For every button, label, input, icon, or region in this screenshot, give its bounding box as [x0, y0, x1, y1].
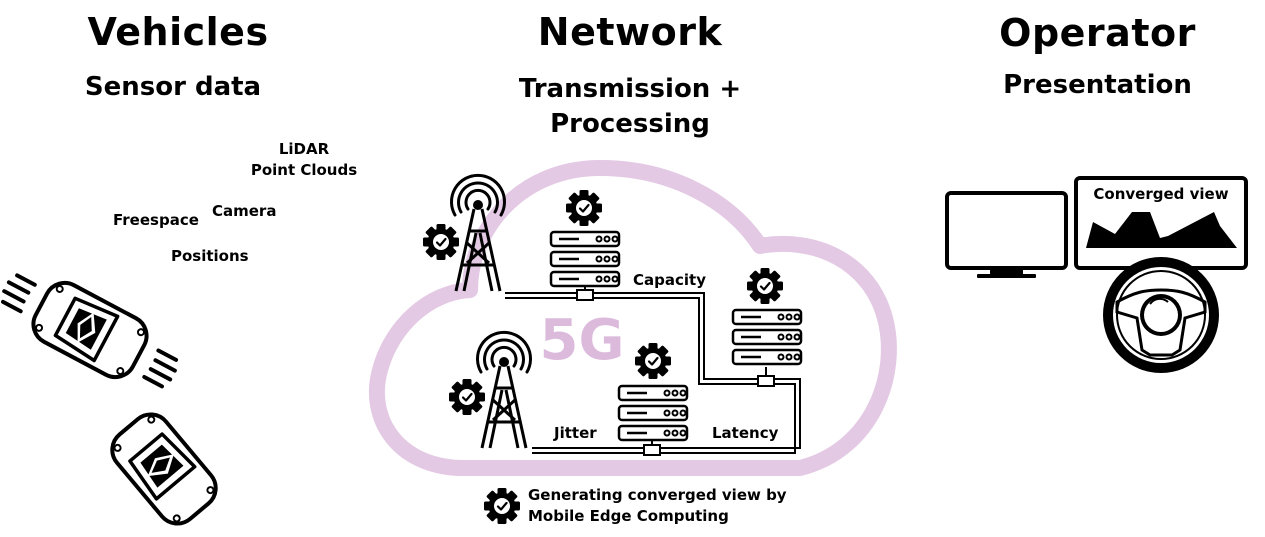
- camera-label: Camera: [212, 202, 277, 220]
- vehicles-subtitle: Sensor data: [84, 72, 262, 102]
- gear-check-icon: [482, 486, 522, 526]
- gear-check-icon: [421, 222, 461, 262]
- server-rack-icon: [549, 230, 621, 288]
- capacity-label: Capacity: [633, 271, 706, 289]
- 5g-badge: 5G: [540, 308, 625, 373]
- server-rack-icon: [731, 308, 803, 366]
- gear-check-icon: [447, 377, 487, 417]
- steering-wheel-icon: [1103, 257, 1219, 373]
- network-subtitle-line2: Processing: [550, 109, 710, 139]
- legend-line2: Mobile Edge Computing: [528, 507, 729, 525]
- gear-check-icon: [564, 188, 604, 228]
- legend-line1: Generating converged view by: [528, 486, 787, 504]
- gear-check-icon: [633, 341, 673, 381]
- freespace-label: Freespace: [113, 211, 199, 229]
- lidar-label-line1: LiDAR: [278, 140, 330, 158]
- network-title: Network: [537, 10, 723, 54]
- car-icon: [102, 404, 226, 534]
- converged-view-label: Converged view: [1093, 185, 1229, 203]
- converged-view-screen: [1074, 176, 1248, 270]
- monitor-icon: [945, 191, 1068, 278]
- lidar-label-line2: Point Clouds: [250, 161, 358, 179]
- network-cloud: [368, 160, 897, 477]
- jitter-label: Jitter: [554, 424, 597, 442]
- latency-label: Latency: [712, 424, 779, 442]
- operator-title: Operator: [999, 11, 1196, 55]
- positions-label: Positions: [171, 247, 249, 265]
- car-icon: [1, 273, 179, 389]
- vehicles-title: Vehicles: [87, 10, 269, 54]
- gear-check-icon: [745, 266, 785, 306]
- operator-subtitle: Presentation: [1003, 70, 1192, 100]
- server-rack-icon: [617, 384, 689, 442]
- radio-tower-icon: [476, 330, 532, 450]
- network-links: [505, 292, 801, 454]
- network-subtitle-line1: Transmission +: [518, 74, 742, 104]
